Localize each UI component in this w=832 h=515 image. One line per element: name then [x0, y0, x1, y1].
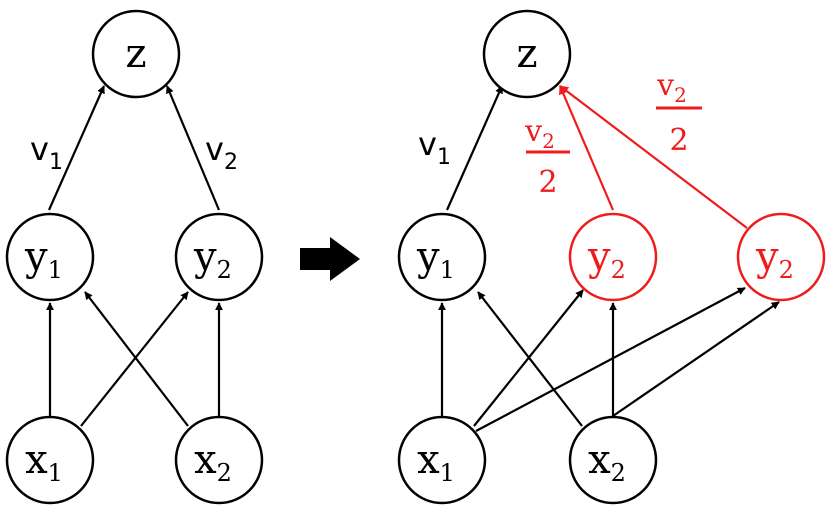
weight-label-v1: v1: [30, 130, 63, 175]
edge-x2-y2b: [612, 301, 780, 417]
left-graph: v1 v2 z y1 y2 x1 x2: [5, 9, 264, 505]
right-arrow-icon: [300, 237, 360, 281]
node-y1: y1: [397, 212, 487, 302]
svg-text:z: z: [125, 31, 146, 77]
node-z: z: [482, 9, 572, 99]
svg-text:y1: y1: [24, 234, 63, 284]
edge-y2-z: [165, 85, 221, 211]
svg-text:y2: y2: [193, 234, 232, 284]
weight-label-v2-half-a: v2 2: [524, 114, 570, 200]
weight-label-v1: v1: [418, 125, 451, 170]
svg-text:v2: v2: [524, 114, 555, 153]
svg-text:z: z: [516, 31, 537, 77]
edge-y2b-z: [559, 85, 748, 229]
edge-x1-y2a: [473, 289, 584, 427]
node-y2-copy-b: y2: [736, 212, 826, 302]
edge-x1-y2b: [475, 287, 746, 432]
svg-text:y1: y1: [416, 234, 455, 284]
node-y2-copy-a: y2: [568, 212, 658, 302]
node-y2: y2: [174, 212, 264, 302]
weight-label-v2-half-b: v2 2: [656, 68, 702, 158]
svg-text:y2: y2: [587, 234, 626, 284]
svg-text:2: 2: [669, 123, 688, 158]
svg-text:y2: y2: [755, 234, 794, 284]
svg-text:v2: v2: [656, 68, 687, 107]
edge-y1-z: [445, 85, 504, 211]
right-graph: v1 v2 2 v2 2 z y1 y2 y2: [397, 9, 826, 505]
svg-text:x1: x1: [25, 437, 63, 487]
svg-text:x2: x2: [588, 437, 626, 487]
svg-text:2: 2: [538, 165, 557, 200]
node-x2: x2: [174, 415, 264, 505]
edge-x2-y1: [84, 291, 189, 427]
edge-y2a-z: [558, 85, 615, 211]
edge-x2-y1: [477, 291, 583, 427]
node-y1: y1: [5, 212, 95, 302]
edge-x1-y2: [80, 291, 189, 427]
edge-y1-z: [47, 85, 106, 211]
node-x2: x2: [568, 415, 658, 505]
node-x1: x1: [5, 415, 95, 505]
weight-label-v2: v2: [205, 130, 238, 175]
svg-text:x1: x1: [417, 437, 455, 487]
svg-text:x2: x2: [194, 437, 232, 487]
node-z: z: [91, 9, 181, 99]
node-x1: x1: [397, 415, 487, 505]
